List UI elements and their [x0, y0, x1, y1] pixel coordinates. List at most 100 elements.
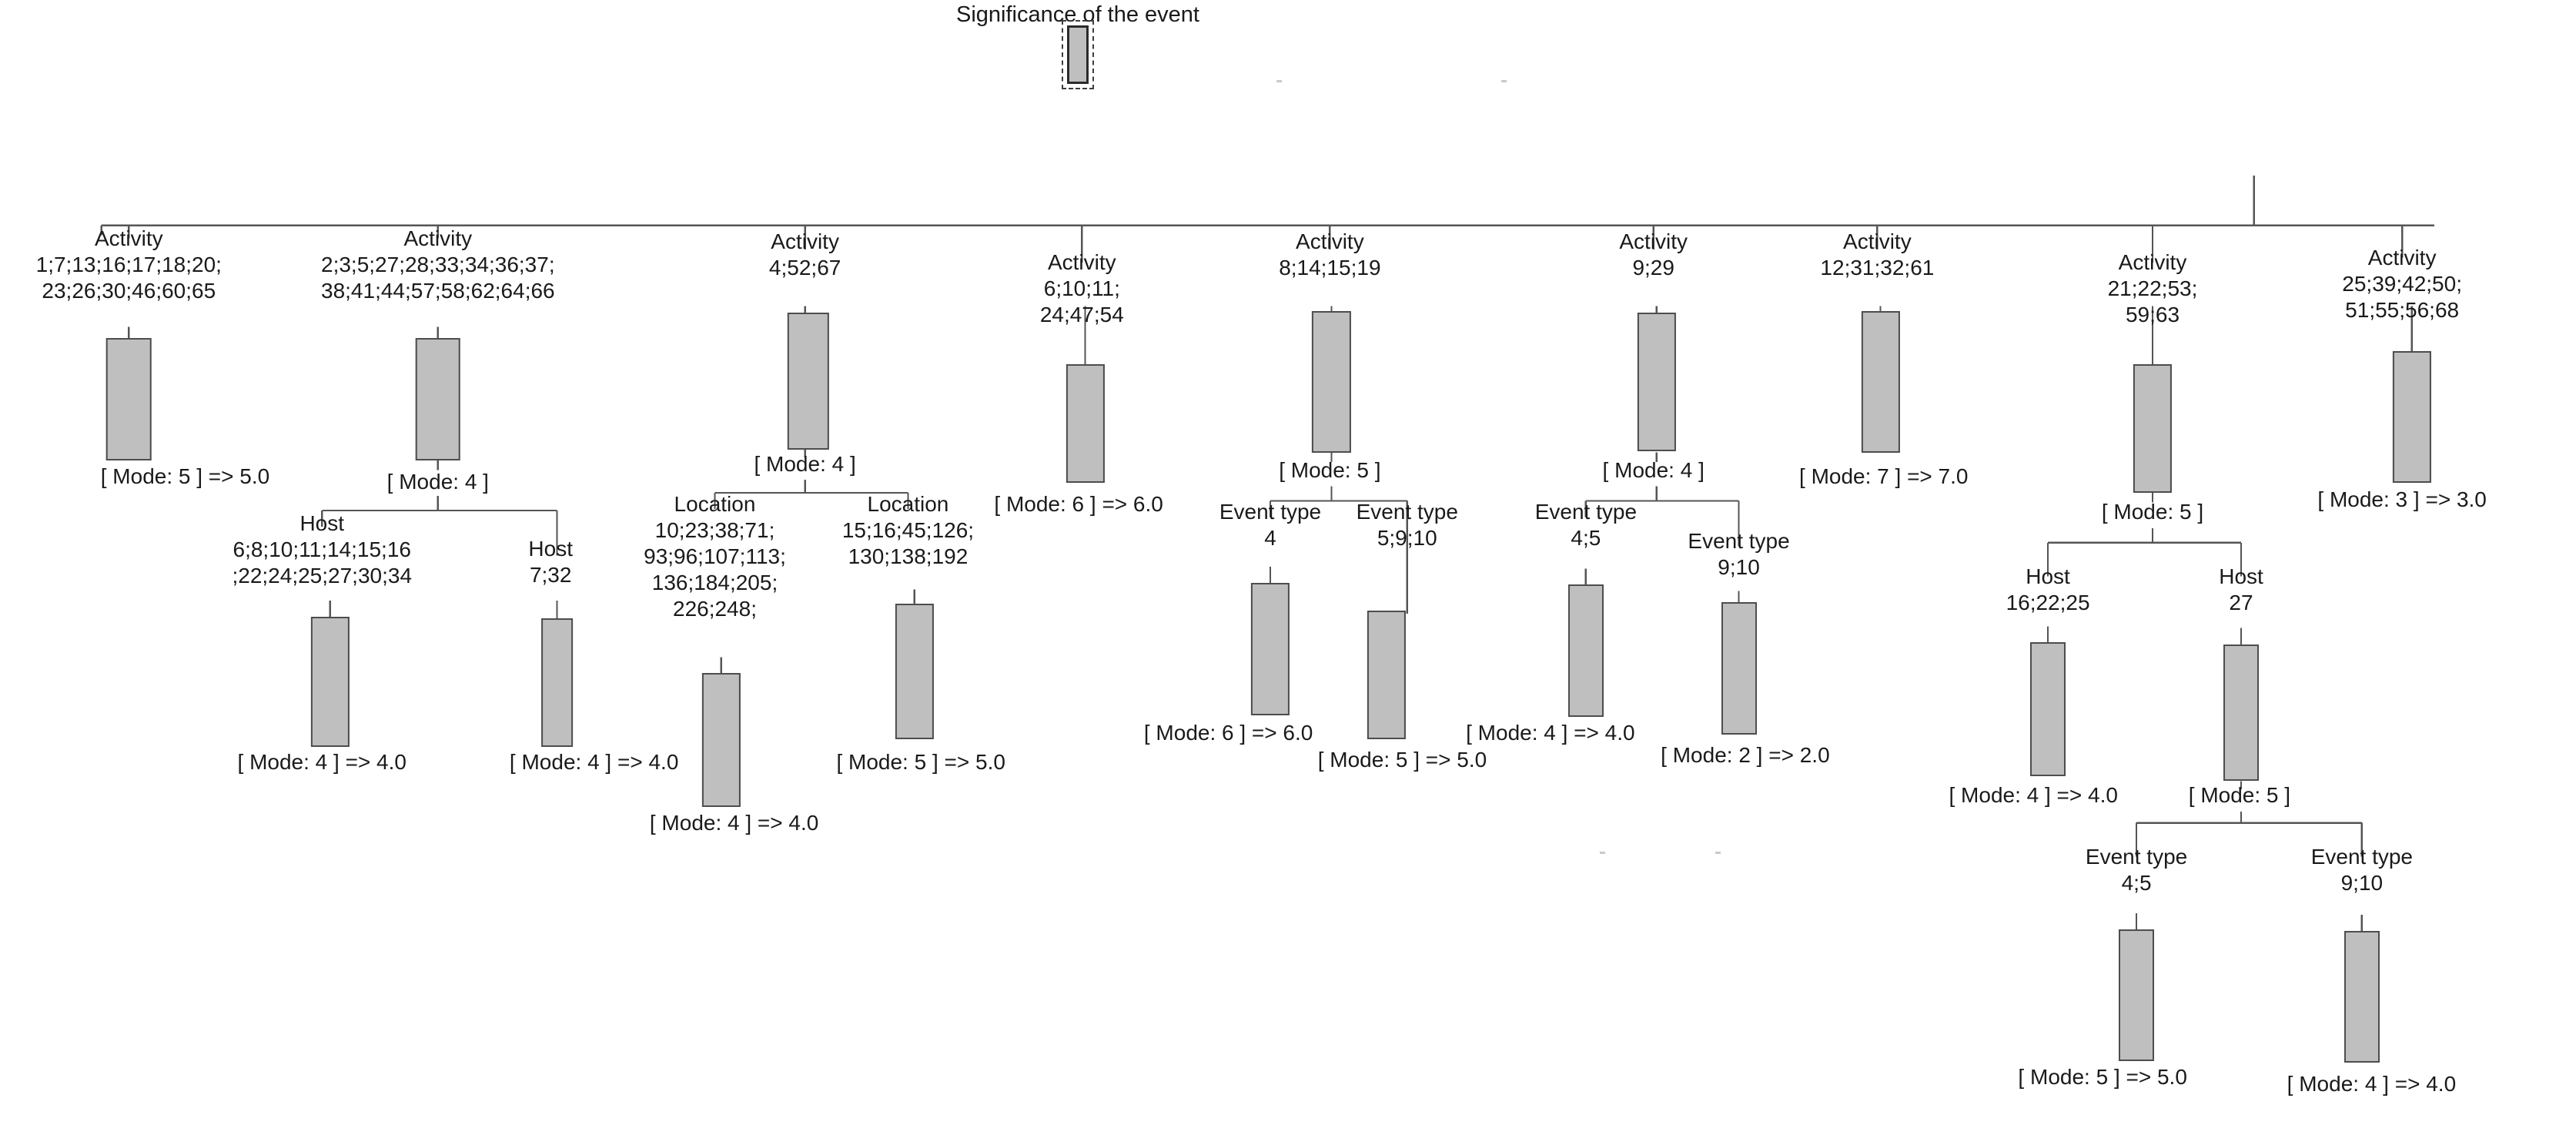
node-value-list: 9;10	[1718, 554, 1760, 579]
node-attribute-label: Activity	[771, 229, 839, 253]
node-value-list: 1;7;13;16;17;18;20; 23;26;30;46;60;65	[35, 252, 222, 303]
node-bar[interactable]	[895, 604, 934, 739]
node-bar[interactable]	[2133, 363, 2173, 493]
node-mode-label: [ Mode: 5 ] => 5.0	[1317, 748, 1487, 772]
node-mode-label: [ Mode: 6 ] => 6.0	[1143, 720, 1313, 745]
node-value-list: 6;8;10;11;14;15;16 ;22;24;25;27;30;34	[232, 537, 413, 588]
bar-rect	[1067, 25, 1089, 84]
node-value-list: 25;39;42;50; 51;55;56;68	[2342, 271, 2462, 322]
node-attribute-label: Host	[2219, 564, 2263, 588]
node-mode-label: [ Mode: 6 ] => 6.0	[994, 491, 1163, 516]
speck-mark	[1276, 80, 1282, 82]
bar-rect	[106, 338, 152, 461]
node-attribute-label: Activity	[1047, 250, 1116, 275]
node-value-list: 4;52;67	[768, 255, 841, 280]
node-value-list: 6;10;11; 24;47;54	[1039, 276, 1124, 327]
node-bar[interactable]	[1066, 363, 1105, 484]
node-attribute-label: Event type	[2085, 844, 2188, 869]
node-bar[interactable]	[1721, 602, 1757, 735]
bar-rect	[701, 673, 741, 807]
node-bar[interactable]	[310, 617, 350, 748]
node-attribute-label: Event type	[1534, 500, 1638, 524]
node-attribute-label: Activity	[1619, 229, 1688, 253]
node-mode-label: [ Mode: 4 ] => 4.0	[237, 749, 406, 774]
node-mode-label: [ Mode: 4 ]	[1602, 457, 1705, 482]
node-mode-label: [ Mode: 2 ] => 2.0	[1661, 743, 1830, 768]
root-node-bar[interactable]	[1062, 20, 1094, 89]
node-mode-label: [ Mode: 4 ] => 4.0	[1949, 783, 2118, 808]
node-mode-label: [ Mode: 5 ]	[2101, 500, 2204, 524]
node-bar[interactable]	[1250, 583, 1290, 715]
bar-rect	[415, 338, 461, 461]
bar-rect	[1367, 610, 1406, 739]
speck-mark	[1715, 852, 1721, 854]
node-bar[interactable]	[540, 618, 574, 748]
node-attribute-label: Location	[674, 491, 756, 516]
page-title: Significance of the event	[956, 2, 1199, 27]
node-bar[interactable]	[1567, 584, 1604, 717]
node-bar[interactable]	[2119, 929, 2155, 1062]
node-value-list: 10;23;38;71; 93;96;107;113; 136;184;205;…	[644, 517, 786, 621]
bar-rect	[310, 617, 350, 748]
bar-rect	[895, 604, 934, 739]
node-mode-label: [ Mode: 4 ] => 4.0	[509, 749, 679, 774]
node-mode-label: [ Mode: 3 ] => 3.0	[2317, 487, 2487, 511]
node-bar[interactable]	[2030, 642, 2066, 777]
node-bar[interactable]	[2392, 350, 2431, 484]
node-bar[interactable]	[2343, 930, 2380, 1063]
bar-rect	[1567, 584, 1604, 717]
node-mode-label: [ Mode: 5 ] => 5.0	[2018, 1065, 2187, 1090]
bar-rect	[540, 618, 574, 748]
node-value-list: 8;14;15;19	[1279, 255, 1381, 280]
node-bar[interactable]	[1637, 312, 1676, 451]
node-attribute-label: Activity	[1843, 229, 1912, 253]
node-bar[interactable]	[787, 312, 829, 450]
bar-rect	[2119, 929, 2155, 1062]
node-value-list: 9;29	[1632, 255, 1674, 280]
node-bar[interactable]	[1861, 310, 1900, 453]
node-bar[interactable]	[1312, 310, 1351, 453]
node-mode-label: [ Mode: 4 ] => 4.0	[1466, 720, 1635, 745]
node-value-list: 9;10	[2340, 870, 2384, 895]
node-mode-label: [ Mode: 5 ] => 5.0	[100, 464, 270, 489]
bar-rect	[1637, 312, 1676, 451]
node-value-list: 7;32	[529, 563, 572, 588]
node-bar[interactable]	[2223, 644, 2260, 782]
node-bar[interactable]	[106, 338, 152, 461]
node-value-list: 4;5	[1571, 526, 1601, 551]
node-mode-label: [ Mode: 5 ]	[2188, 783, 2291, 808]
bar-rect	[2133, 363, 2173, 493]
node-bar[interactable]	[1367, 610, 1406, 739]
node-attribute-label: Activity	[94, 226, 163, 250]
bar-rect	[2392, 350, 2431, 484]
node-mode-label: [ Mode: 4 ]	[386, 469, 489, 494]
node-attribute-label: Host	[2026, 564, 2070, 588]
node-value-list: 15;16;45;126; 130;138;192	[841, 517, 975, 568]
node-bar[interactable]	[701, 673, 741, 807]
node-value-list: 4;5	[2121, 870, 2152, 895]
node-bar[interactable]	[415, 338, 461, 461]
node-mode-label: [ Mode: 4 ] => 4.0	[2287, 1071, 2457, 1096]
